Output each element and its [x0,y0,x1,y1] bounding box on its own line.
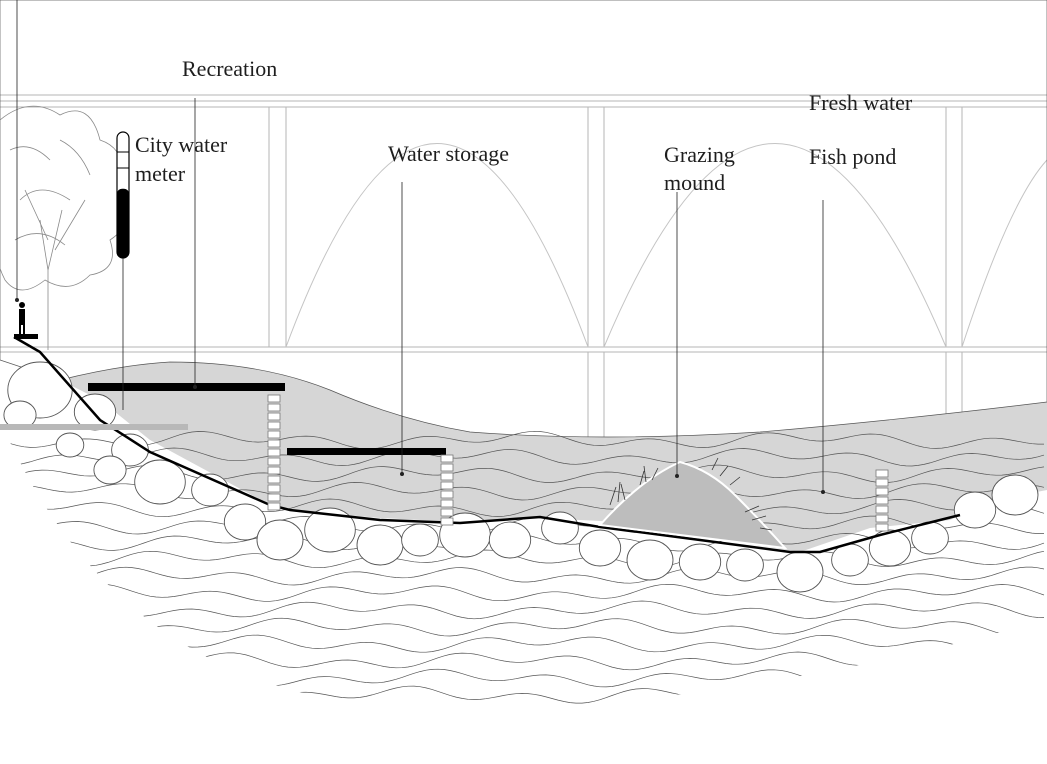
storage-platform [287,448,446,455]
soil-contour [0,566,1045,586]
boulder [488,521,532,559]
column-block [875,478,889,487]
label-fish-pond: Fish pond [809,144,897,169]
column-block [440,517,454,526]
soil-contour [0,498,1045,518]
column-block [267,394,281,403]
boulder [626,539,674,581]
column-block [440,508,454,517]
label-fresh-water: Fresh water [809,90,913,115]
column-block [875,514,889,523]
label-grazing-mound-2: mound [664,170,726,195]
column-block [440,463,454,472]
column-block [875,469,889,478]
city-water-meter-gauge [116,131,130,259]
column-block [267,502,281,511]
column-block [267,412,281,421]
boulder [726,548,764,582]
column-block [440,490,454,499]
boulder [55,432,85,458]
ground-line [13,335,961,554]
boulder [578,529,622,567]
soil-contour [0,617,1045,637]
tree-drawing [0,105,129,350]
boulder [953,491,997,529]
column-block [440,472,454,481]
column-block [267,448,281,457]
soil-contour [0,600,1045,620]
column-block [875,505,889,514]
boulder [776,551,824,593]
soil-contour [0,583,1045,603]
person-ledge [14,334,38,339]
column-block [267,421,281,430]
stacked-column-3 [875,469,889,532]
soil-contour [0,430,1044,450]
column-block [267,439,281,448]
column-block [267,484,281,493]
soil-lower-mask [0,420,1047,759]
boulder [256,519,304,561]
label-grazing-mound-1: Grazing [664,142,735,167]
stacked-column-1 [267,394,281,511]
label-water-storage: Water storage [388,141,509,166]
boulder [93,455,127,485]
boulders [3,361,1039,593]
person-figure [19,302,25,334]
boulder [991,474,1039,516]
meter-ledge [0,424,188,430]
label-city-water-meter-1: City water [135,132,228,157]
column-block [267,493,281,502]
boulder [223,503,267,541]
grazing-mound-shape [597,460,788,550]
boulder [541,511,579,545]
leader-dots [15,298,825,494]
boulder [678,543,722,581]
soil-contour [0,549,1045,569]
column-block [440,454,454,463]
mound-grass [609,457,773,531]
water-body [60,362,1047,552]
column-block [267,475,281,484]
boulder [304,507,356,553]
label-city-water-meter-2: meter [135,161,186,186]
column-block [267,466,281,475]
column-block [267,430,281,439]
leader-lines [16,0,824,492]
column-block [875,487,889,496]
column-block [440,481,454,490]
label-recreation: Recreation [182,56,278,81]
boulder [868,529,912,567]
boulder [134,459,186,505]
stacked-column-2 [440,454,454,526]
boulder [356,524,404,566]
column-block [875,523,889,532]
soil-upper-bound [0,0,1047,438]
column-block [440,499,454,508]
column-block [267,403,281,412]
boulder [831,543,869,577]
recreation-platform [88,383,285,391]
column-block [875,496,889,505]
soil-contour [0,447,1045,467]
column-block [267,457,281,466]
boulder [401,523,439,557]
